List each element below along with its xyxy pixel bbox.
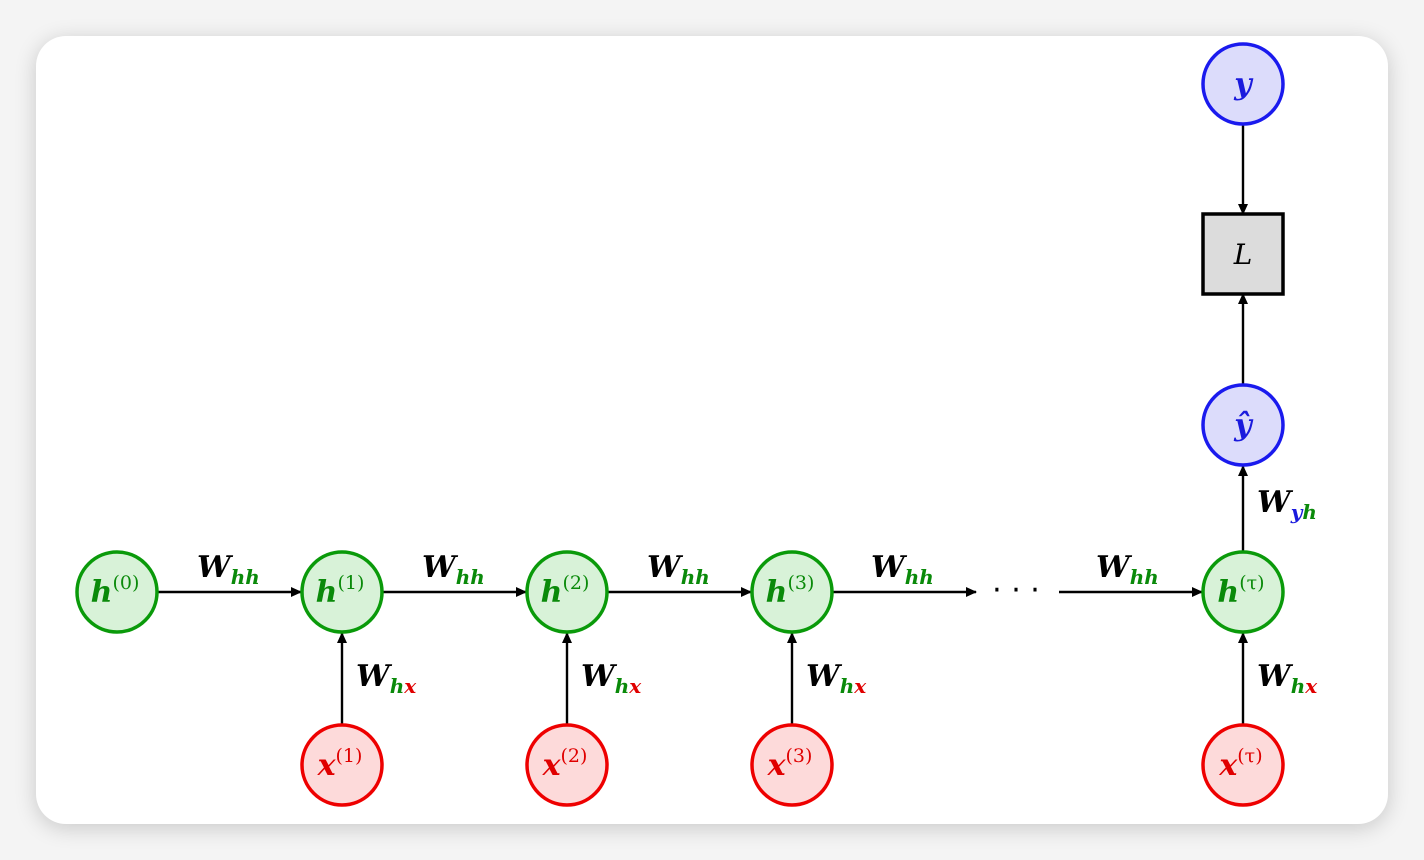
input-node-label: x(2): [542, 745, 588, 783]
weight-label-whh: Whh: [1096, 550, 1159, 589]
input-node-1: [525, 723, 609, 807]
loss-node: [1201, 212, 1285, 296]
hidden-node-1: [300, 550, 384, 634]
input-node-0: [300, 723, 384, 807]
input-node-2: [750, 723, 834, 807]
hidden-node-label: h(1): [316, 572, 365, 610]
weight-label-wyh: Wyh: [1257, 485, 1317, 524]
hidden-node-label: h(3): [766, 572, 815, 610]
input-node-3: [1201, 723, 1285, 807]
prediction-node: [1201, 383, 1285, 467]
target-label: y: [1233, 67, 1254, 102]
input-node-label: x(τ): [1218, 745, 1262, 783]
target-node: [1201, 42, 1285, 126]
weight-label-whx: Whx: [581, 659, 642, 698]
hidden-node-label: h(2): [541, 572, 590, 610]
weight-label-whx: Whx: [806, 659, 867, 698]
diagram-card: [36, 36, 1388, 824]
prediction-label: ŷ: [1233, 408, 1254, 443]
hidden-node-0: [75, 550, 159, 634]
weight-label-whx: Whx: [356, 659, 417, 698]
hidden-node-label: h(0): [91, 572, 140, 610]
input-node-label: x(1): [317, 745, 363, 783]
hidden-node-4: [1201, 550, 1285, 634]
weight-label-whx: Whx: [1257, 659, 1318, 698]
weight-label-whh: Whh: [197, 550, 260, 589]
weight-label-whh: Whh: [422, 550, 485, 589]
weight-label-whh: Whh: [871, 550, 934, 589]
loss-label: L: [1233, 238, 1253, 271]
sequence-ellipsis: · · ·: [992, 573, 1040, 608]
weight-label-whh: Whh: [647, 550, 710, 589]
hidden-node-3: [750, 550, 834, 634]
input-node-label: x(3): [767, 745, 813, 783]
hidden-node-label: h(τ): [1217, 572, 1264, 610]
hidden-node-2: [525, 550, 609, 634]
